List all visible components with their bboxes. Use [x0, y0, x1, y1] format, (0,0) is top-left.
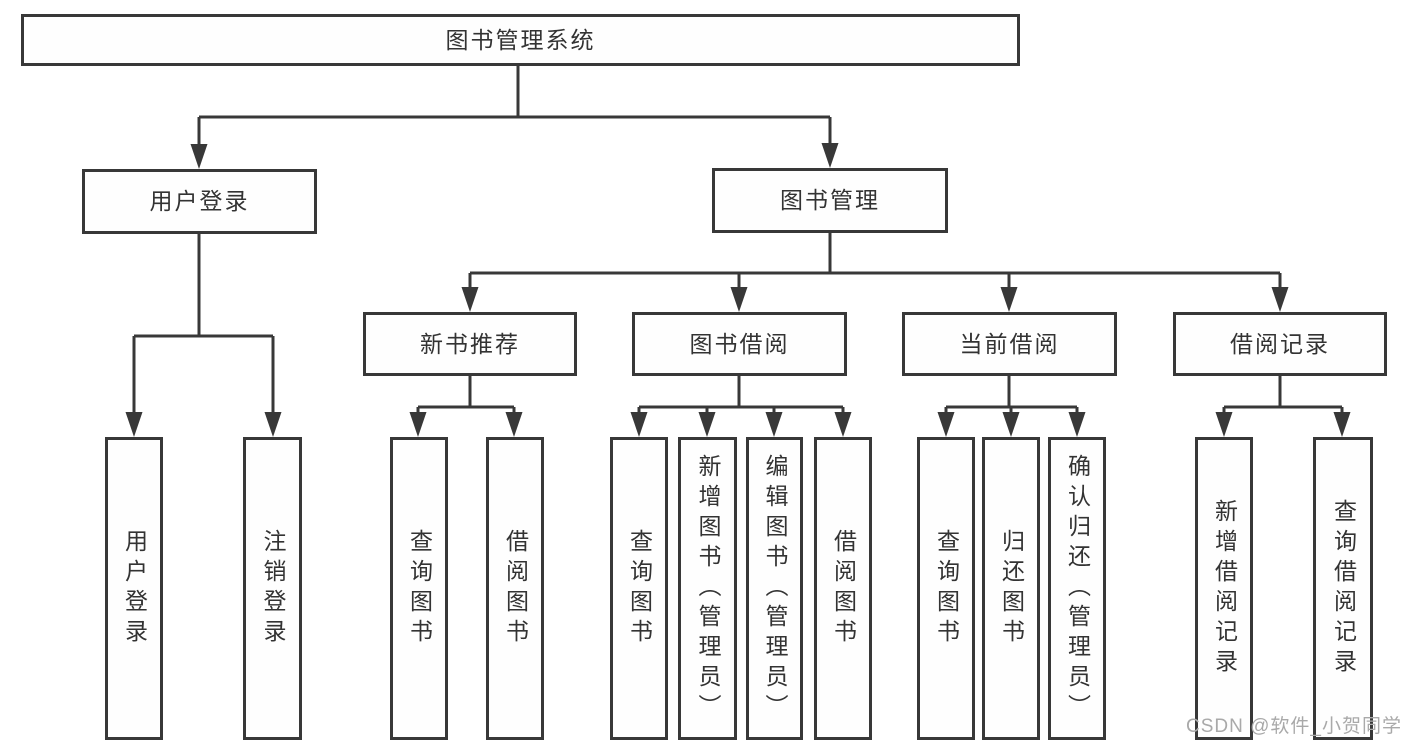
node-leaf-user-login: 用户登录: [105, 437, 163, 740]
arrow-icon: [1000, 287, 1018, 312]
node-book-borrow: 图书借阅: [632, 312, 847, 376]
arrow-icon: [765, 412, 783, 437]
arrow-icon: [937, 412, 955, 437]
node-leaf-query-books-recommend: 查询图书: [390, 437, 448, 740]
node-leaf-query-borrow-record: 查询借阅记录: [1313, 437, 1373, 740]
connector-userlogin-to-leaves: [132, 234, 275, 414]
node-borrow-records: 借阅记录: [1173, 312, 1387, 376]
arrow-icon: [264, 412, 282, 437]
connector-records-to-leaves: [1222, 376, 1344, 414]
arrow-icon: [1333, 412, 1351, 437]
node-user-login-module: 用户登录: [82, 169, 317, 234]
node-leaf-borrow-books: 借阅图书: [814, 437, 872, 740]
arrowheads: [125, 143, 1351, 437]
connector-currentborrow-to-leaves: [944, 376, 1079, 414]
connector-bookmgmt-to-level3: [468, 233, 1282, 290]
node-root-system: 图书管理系统: [21, 14, 1020, 66]
arrow-icon: [630, 412, 648, 437]
arrow-icon: [409, 412, 427, 437]
connector-root-to-level2: [197, 66, 832, 147]
node-current-borrow: 当前借阅: [902, 312, 1117, 376]
arrow-icon: [1271, 287, 1289, 312]
node-leaf-add-books-admin: 新增图书（管理员）: [678, 437, 737, 740]
arrow-icon: [821, 143, 839, 168]
arrow-icon: [461, 287, 479, 312]
node-leaf-borrow-books-recommend: 借阅图书: [486, 437, 544, 740]
arrow-icon: [190, 144, 208, 169]
connector-bookborrow-to-leaves: [637, 376, 845, 414]
node-leaf-query-books-current: 查询图书: [917, 437, 975, 740]
node-book-management-module: 图书管理: [712, 168, 948, 233]
arrow-icon: [698, 412, 716, 437]
arrow-icon: [1068, 412, 1086, 437]
node-leaf-logout: 注销登录: [243, 437, 302, 740]
node-leaf-edit-books-admin: 编辑图书（管理员）: [746, 437, 803, 740]
arrow-icon: [1215, 412, 1233, 437]
arrow-icon: [125, 412, 143, 437]
csdn-watermark: CSDN @软件_小贺同学: [1186, 716, 1402, 737]
arrow-icon: [730, 287, 748, 312]
arrow-icon: [505, 412, 523, 437]
connector-newbook-to-leaves: [416, 376, 516, 414]
node-new-book-recommend: 新书推荐: [363, 312, 577, 376]
node-leaf-confirm-return-admin: 确认归还（管理员）: [1048, 437, 1106, 740]
node-leaf-add-borrow-record: 新增借阅记录: [1195, 437, 1253, 740]
arrow-icon: [834, 412, 852, 437]
arrow-icon: [1002, 412, 1020, 437]
node-leaf-return-books: 归还图书: [982, 437, 1040, 740]
node-leaf-query-books-borrow: 查询图书: [610, 437, 668, 740]
